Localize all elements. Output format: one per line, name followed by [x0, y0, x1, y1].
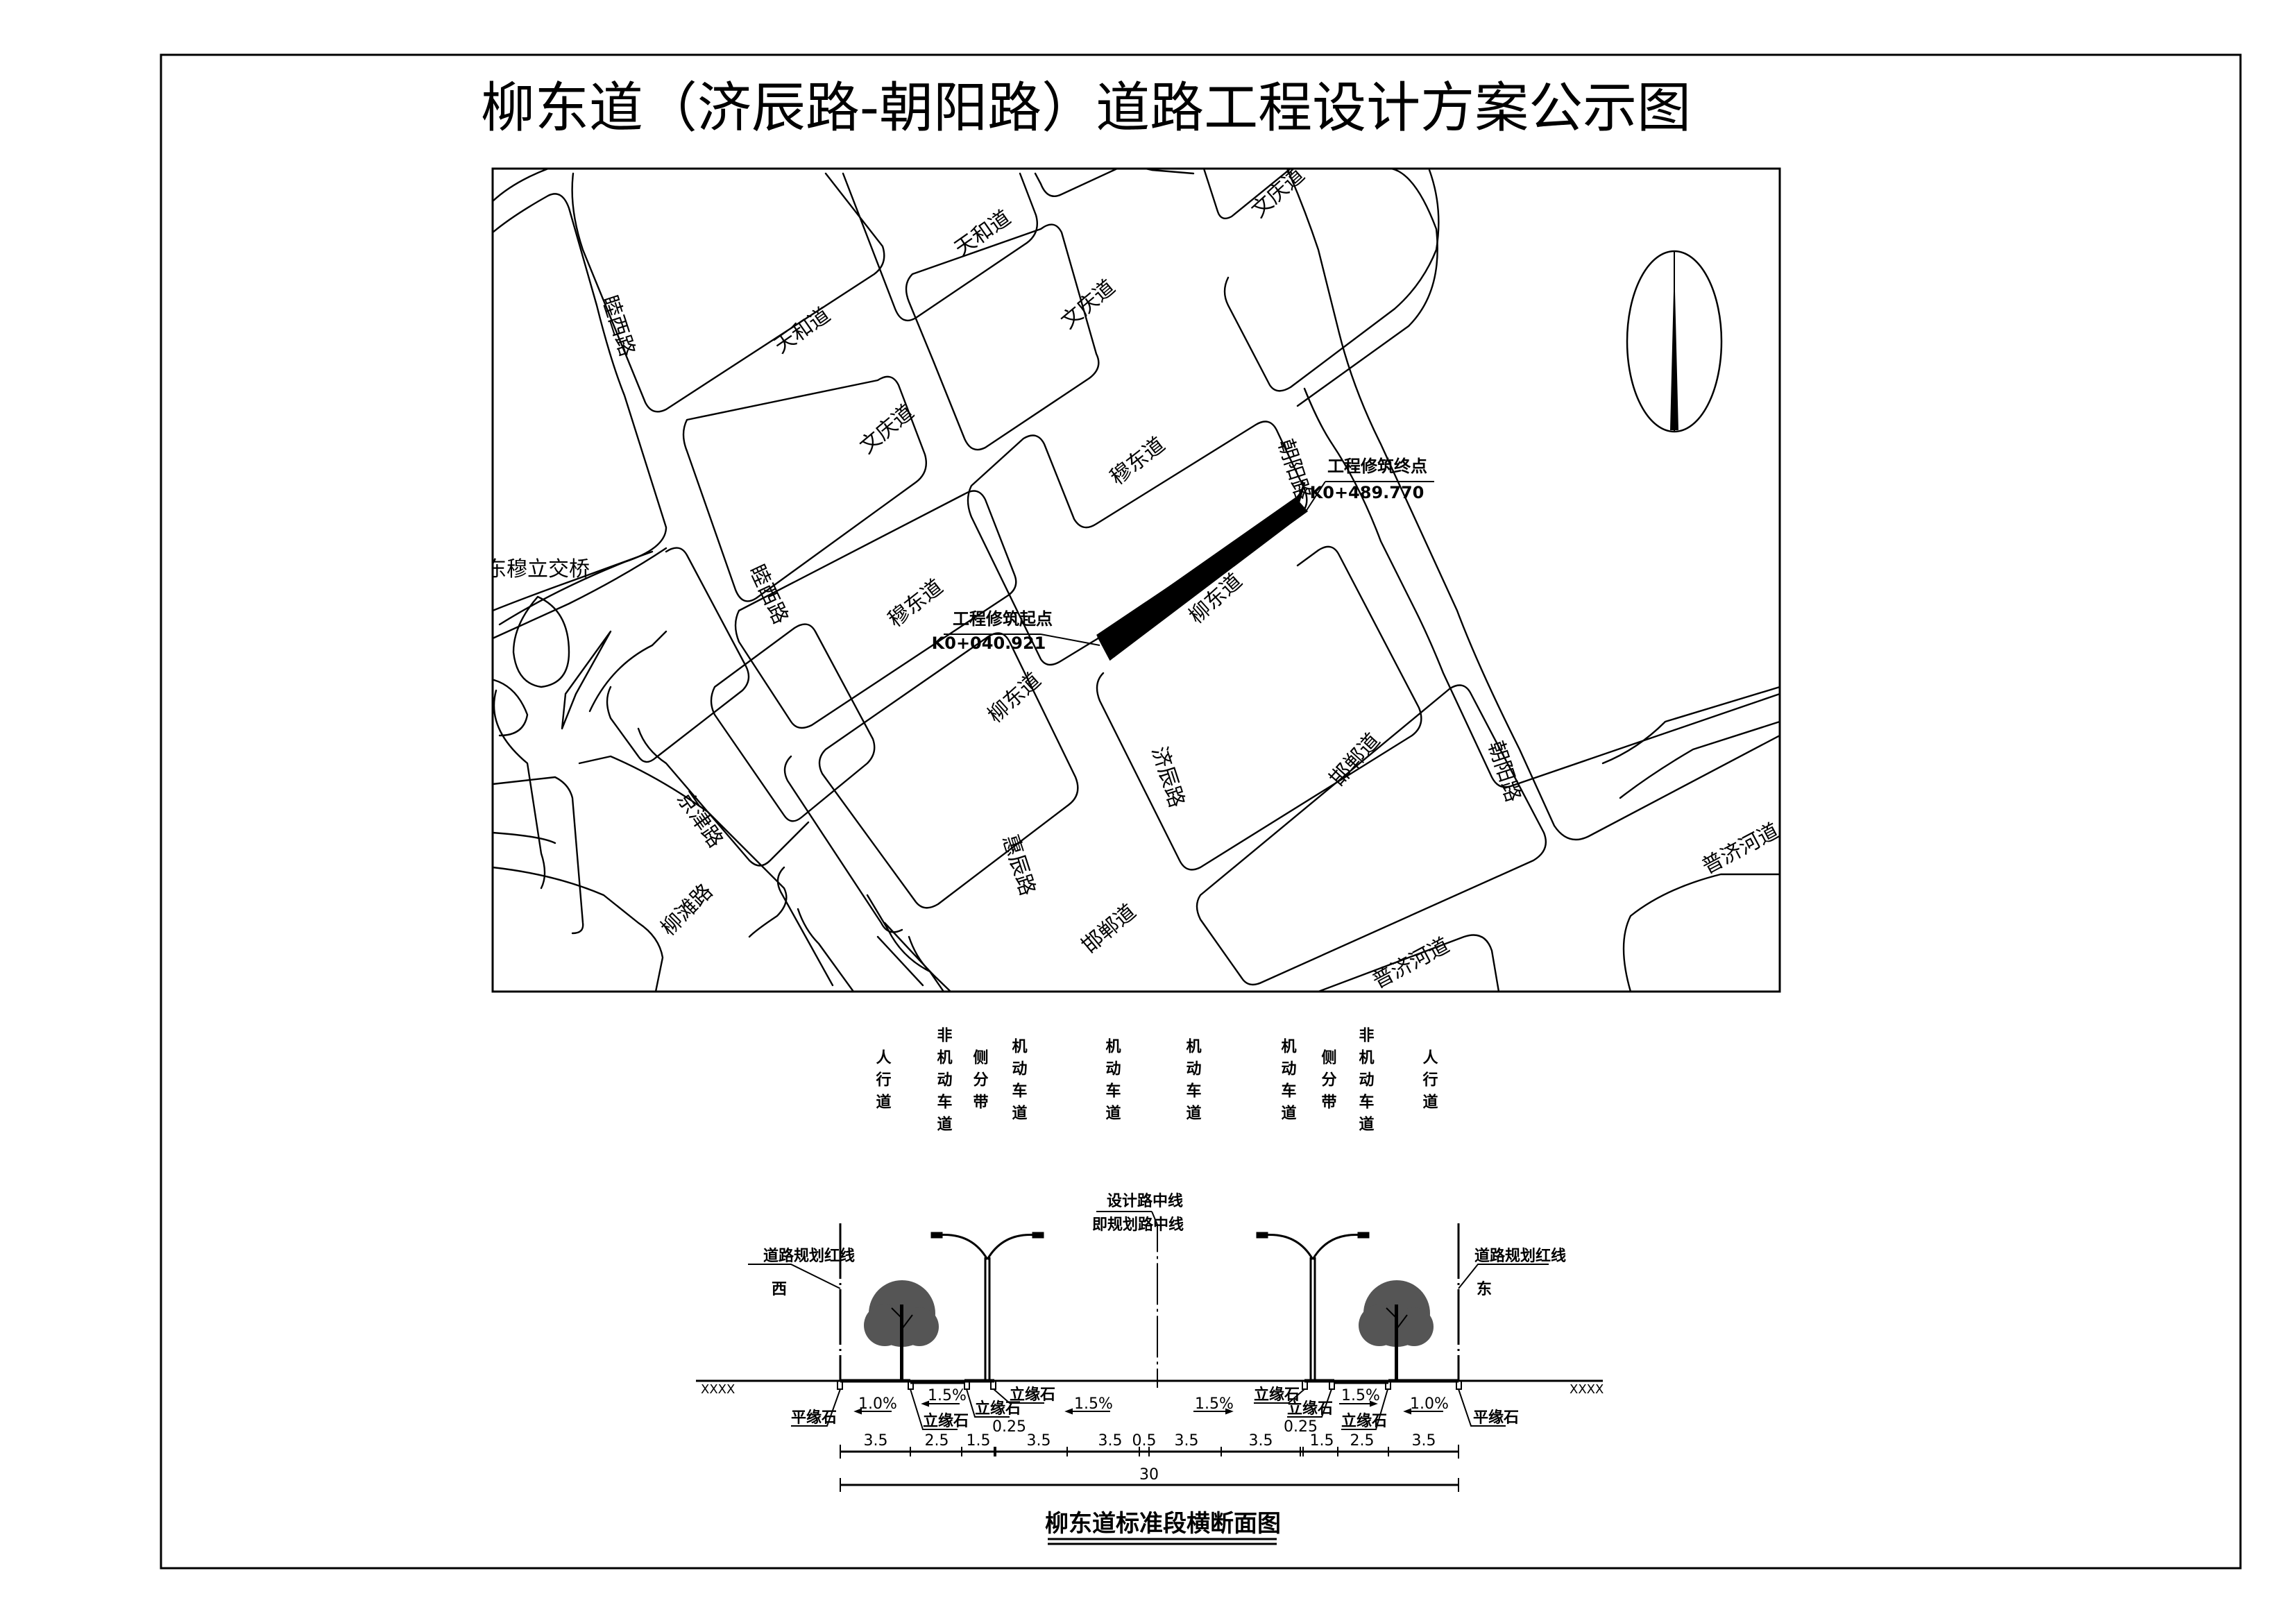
dim-1: 3.5 — [864, 1432, 888, 1450]
lane-label-sidewalk-right: 人行道 — [1420, 1049, 1439, 1116]
dim-7: 3.5 — [1175, 1432, 1199, 1450]
lane-label-motor-1: 机动车道 — [1010, 1038, 1028, 1127]
lane-label-bike-left: 非机动车道 — [935, 1027, 953, 1138]
drawing-title: 柳东道（济辰路-朝阳路）道路工程设计方案公示图 — [481, 77, 1691, 139]
label-wenqing-dao-3: 文庆道 — [1247, 163, 1309, 223]
curb-label-vertical-l1: 立缘石 — [923, 1412, 969, 1430]
east-label: 东 — [1477, 1280, 1492, 1298]
lane-label-bike-right: 非机动车道 — [1357, 1027, 1375, 1138]
label-liutan-lu: 柳滩路 — [656, 879, 717, 940]
start-point-label: 工程修筑起点 — [953, 609, 1053, 629]
road-profile: XXXX XXXX — [696, 1379, 1604, 1397]
label-mudong-dao-2: 穆东道 — [883, 575, 947, 632]
lane-label-divider-right: 侧分带 — [1319, 1049, 1337, 1116]
dim-8: 3.5 — [1249, 1432, 1273, 1450]
slope-bike-right: 1.5% — [1341, 1387, 1380, 1404]
end-point-station: K0+489.770 — [1310, 483, 1425, 502]
centerline-label-planned: 即规划路中线 — [1092, 1216, 1184, 1234]
label-jichen-lu: 济辰路 — [1146, 744, 1189, 810]
dim-9: 1.5 — [1310, 1432, 1334, 1450]
curb-label-vertical-r2: 立缘石 — [1287, 1400, 1333, 1418]
cross-section-title: 柳东道标准段横断面图 — [1045, 1510, 1281, 1538]
label-interchange: 东穆立交桥 — [486, 557, 590, 581]
red-line-label-left: 道路规划红线 — [763, 1247, 855, 1265]
street-lamp-icon-right — [1256, 1232, 1370, 1381]
map-frame — [491, 167, 1781, 993]
slope-motor-left: 1.5% — [1074, 1395, 1113, 1413]
dim-11: 3.5 — [1412, 1432, 1436, 1450]
lane-label-motor-3: 机动车道 — [1184, 1038, 1202, 1127]
dim-3: 1.5 — [967, 1432, 991, 1450]
slope-sidewalk-left: 1.0% — [858, 1395, 897, 1413]
label-tianhe-dao-1: 天和道 — [770, 303, 835, 358]
label-hanzheng-dao-2: 邯郸道 — [1078, 899, 1141, 958]
outer-frame — [160, 53, 2242, 1570]
curb-label-vertical-r3: 立缘石 — [1254, 1386, 1300, 1404]
dimension-line: 3.5 2.5 1.5 3.5 3.5 0.5 3.5 3.5 1.5 2.5 … — [840, 1432, 1459, 1492]
label-hanzheng-dao-1: 邯郸道 — [1325, 729, 1385, 791]
west-label: 西 — [772, 1281, 787, 1298]
label-pujihe-dao-1: 普济河道 — [1698, 819, 1783, 879]
centerline-label: 设计路中线 — [1107, 1192, 1183, 1210]
label-tianhe-dao-2: 天和道 — [951, 205, 1016, 261]
label-wenqing-dao-1: 文庆道 — [856, 400, 919, 459]
label-muxi-lu-1: 睦西路 — [597, 293, 639, 359]
label-chaoyang-lu-1: 朝阳路 — [1273, 436, 1315, 503]
red-line-label-right: 道路规划红线 — [1474, 1247, 1566, 1265]
lane-labels: 人行道 非机动车道 侧分带 机动车道 机动车道 机动车道 机动车道 侧分带 非机… — [874, 1027, 1439, 1138]
slope-bike-left: 1.5% — [928, 1387, 967, 1404]
lane-label-divider-left: 侧分带 — [971, 1049, 989, 1116]
dim-4: 3.5 — [1027, 1432, 1051, 1450]
dim-2: 2.5 — [925, 1432, 949, 1450]
cross-section: 人行道 非机动车道 侧分带 机动车道 机动车道 机动车道 机动车道 侧分带 非机… — [696, 1027, 1604, 1545]
curb-label-vertical-l3: 立缘石 — [1010, 1386, 1055, 1404]
label-huichen-lu: 惠辰路 — [997, 832, 1039, 899]
end-point-label: 工程修筑终点 — [1327, 457, 1427, 476]
dim-6: 0.5 — [1132, 1432, 1157, 1450]
dim-5: 3.5 — [1098, 1432, 1123, 1450]
curb-label-flat-left: 平缘石 — [791, 1409, 837, 1427]
tree-icon-left — [864, 1280, 939, 1381]
ground-hatch-right: XXXX — [1570, 1382, 1604, 1397]
offset-label-left: 0.25 — [992, 1418, 1026, 1436]
label-mudong-dao-1: 穆东道 — [1105, 432, 1169, 490]
dim-10: 2.5 — [1350, 1432, 1375, 1450]
label-pujihe-dao-2: 普济河道 — [1368, 933, 1453, 994]
curb-label-vertical-l2: 立缘石 — [975, 1400, 1021, 1418]
slope-sidewalk-right: 1.0% — [1410, 1395, 1449, 1413]
tree-icon-right — [1359, 1280, 1434, 1381]
street-lamp-icon-left — [930, 1232, 1044, 1381]
ground-hatch-left: XXXX — [701, 1382, 735, 1397]
lane-label-motor-4: 机动车道 — [1279, 1038, 1297, 1127]
north-arrow-icon — [1626, 250, 1723, 433]
lane-label-sidewalk-left: 人行道 — [874, 1049, 892, 1116]
road-network — [493, 169, 1780, 992]
location-map: 工程修筑起点 K0+040.921 工程修筑终点 K0+489.770 东穆立交… — [486, 163, 1783, 994]
start-point-station: K0+040.921 — [932, 634, 1046, 653]
label-muxi-lu-2: 睦西路 — [745, 561, 793, 628]
total-width: 30 — [1139, 1466, 1159, 1484]
label-jingjin-lu: 京津路 — [672, 788, 727, 853]
offset-label-right: 0.25 — [1284, 1418, 1318, 1436]
lane-label-motor-2: 机动车道 — [1103, 1038, 1121, 1127]
curb-label-flat-right: 平缘石 — [1473, 1409, 1519, 1427]
curb-label-vertical-r1: 立缘石 — [1341, 1412, 1387, 1430]
